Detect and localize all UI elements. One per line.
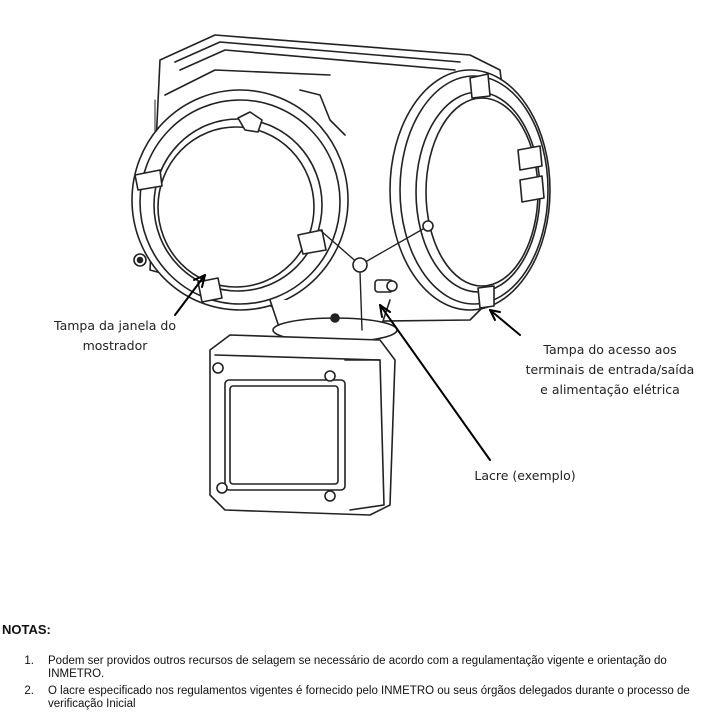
leader-lines: [174, 274, 521, 461]
callout-terminal-cover-line: terminais de entrada/saída: [525, 362, 695, 377]
bolt-icon: [133, 253, 147, 267]
junction-box: [209, 334, 396, 516]
callout-display-cover-line: mostrador: [82, 338, 148, 353]
note-number: 2.: [24, 685, 34, 697]
display-window-cover: [131, 89, 349, 311]
housing-neck: [269, 299, 398, 343]
transmitter-drawing: [131, 34, 551, 516]
callout-display-cover-line: Tampa da janela do: [54, 318, 176, 333]
terminal-access-cover: [389, 69, 551, 311]
callout-seal-text: Lacre (exemplo): [474, 468, 576, 483]
seal-wire: [319, 220, 434, 331]
callout-display-cover: Tampa da janela do mostrador: [40, 316, 190, 356]
callout-terminal-cover-line: Tampa do acesso aos: [543, 342, 677, 357]
note-number: 1.: [24, 655, 34, 667]
note-text: O lacre especificado nos regulamentos vi…: [48, 685, 690, 710]
note-text: Podem ser providos outros recursos de se…: [48, 655, 667, 680]
notes-title: NOTAS:: [2, 622, 51, 637]
callout-terminal-cover-line: e alimentação elétrica: [540, 382, 680, 397]
callout-terminal-cover: Tampa do acesso aos terminais de entrada…: [515, 340, 705, 400]
callout-seal: Lacre (exemplo): [465, 466, 585, 486]
